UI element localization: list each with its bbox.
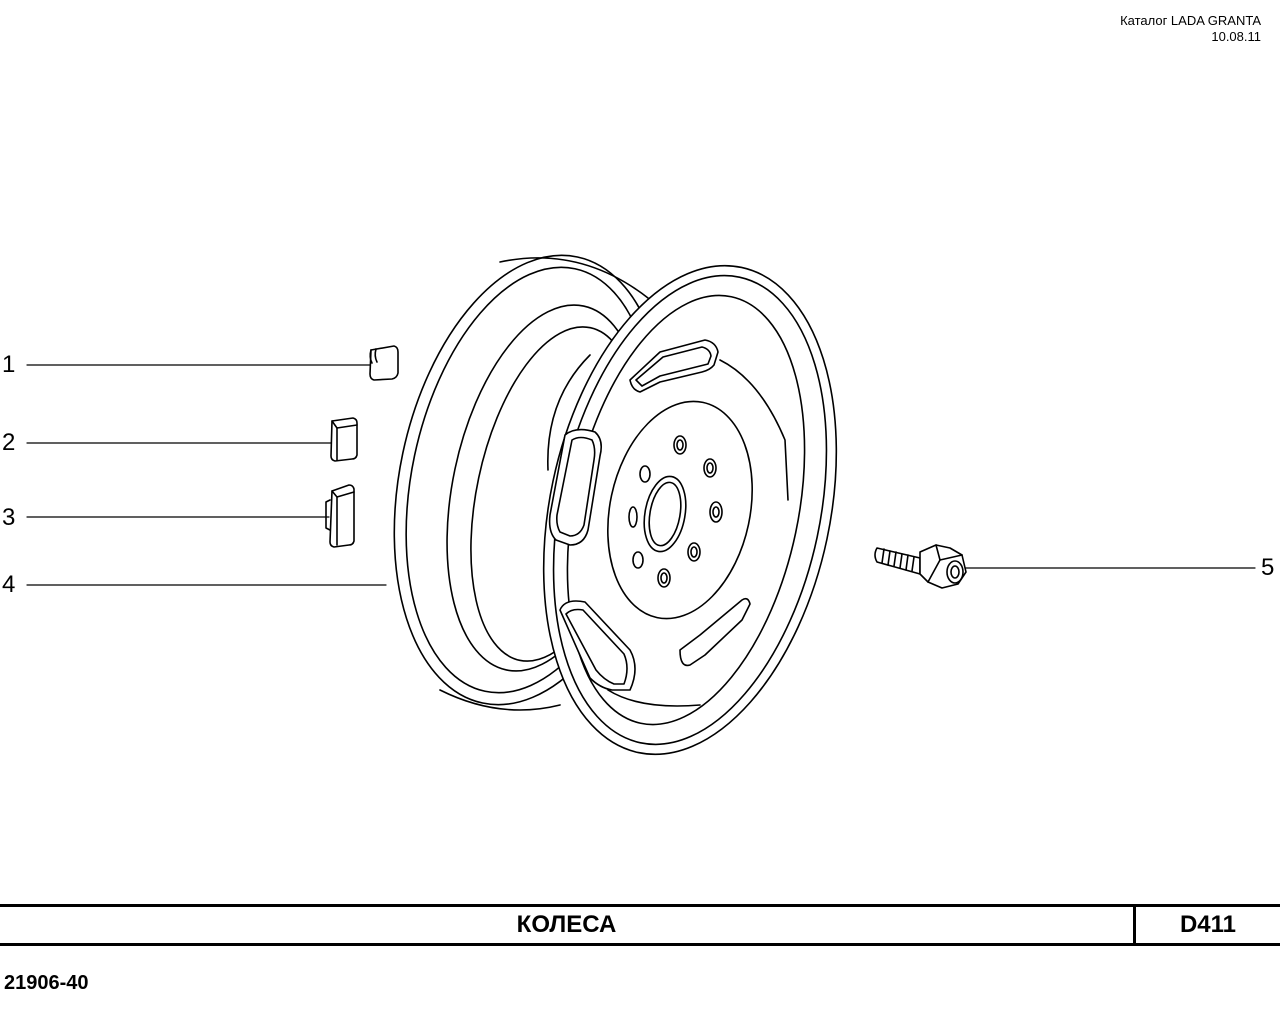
balance-weight-1-icon	[369, 345, 399, 381]
callout-number-3: 3	[2, 504, 16, 531]
section-code: D411	[1133, 907, 1280, 943]
balance-weight-2-icon	[330, 417, 358, 462]
section-title: КОЛЕСА	[516, 911, 617, 938]
title-block: КОЛЕСА D411	[0, 904, 1280, 946]
catalog-date: 10.08.11	[1211, 29, 1261, 44]
catalog-header: Каталог LADA GRANTA 10.08.11	[1120, 13, 1261, 45]
callout-number-5: 5	[1261, 554, 1275, 581]
wheel-diagram	[26, 254, 1256, 756]
callout-number-1: 1	[2, 351, 16, 378]
balance-weight-3-icon	[325, 484, 355, 548]
wheel-bolt-icon	[874, 544, 967, 589]
drawing-number: 21906-40	[4, 972, 89, 994]
callout-number-2: 2	[2, 429, 16, 456]
wheel-rim-icon	[393, 254, 838, 756]
callout-number-4: 4	[2, 571, 16, 598]
catalog-title: Каталог LADA GRANTA	[1120, 13, 1261, 28]
